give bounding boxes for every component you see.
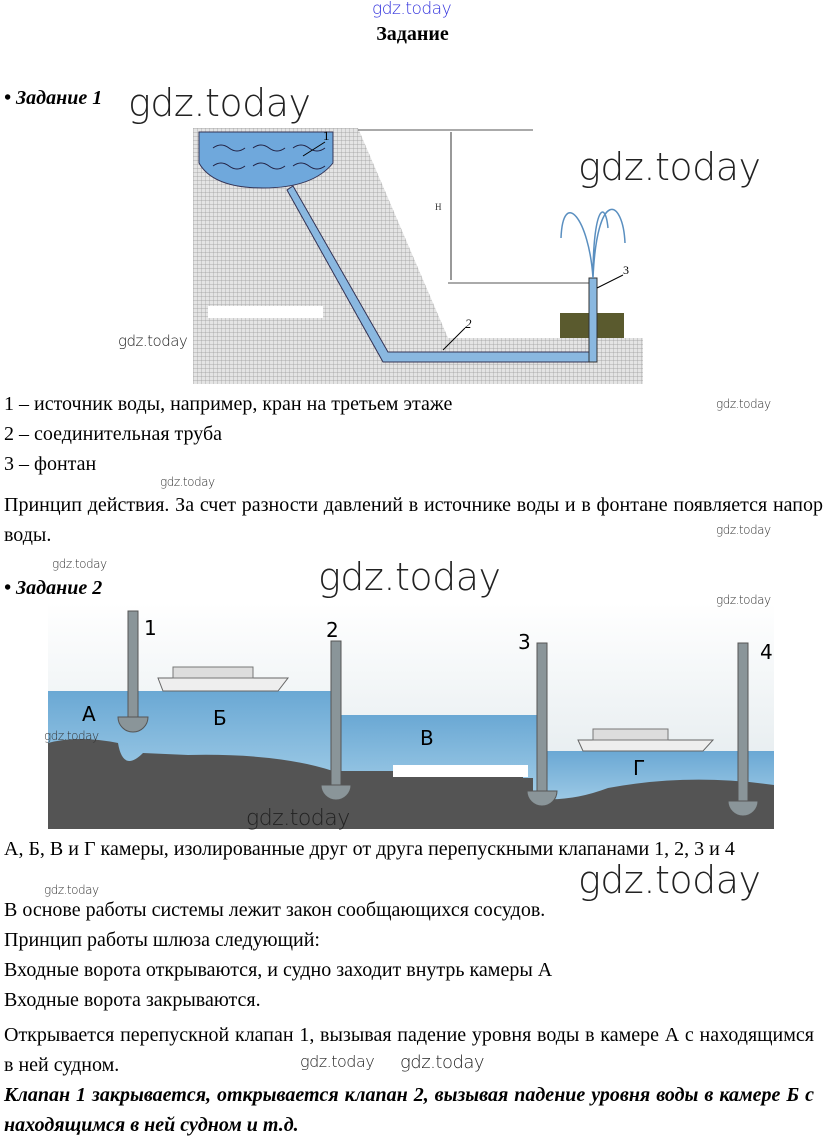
page-title: Задание <box>376 23 449 45</box>
task2-paragraph-2: Открывается перепускной клапан 1, вызыва… <box>4 1024 814 1076</box>
watermark: gdz.today <box>716 593 771 607</box>
watermark: gdz.today <box>716 523 771 537</box>
watermark: gdz.today <box>52 557 107 571</box>
ship-lock-diagram: 1 2 3 4 А Б В Г <box>48 603 774 829</box>
watermark: gdz.today <box>160 475 215 489</box>
chamber-label-b: Б <box>213 706 227 730</box>
watermark: gdz.today <box>716 397 771 411</box>
task1-line-3: 3 – фонтан <box>4 453 97 475</box>
watermark: gdz.today <box>578 145 761 189</box>
task1-line-1: 1 – источник воды, например, кран на тре… <box>4 393 453 415</box>
valve-label-2: 2 <box>326 618 339 642</box>
task2-line-3: Входные ворота открываются, и судно захо… <box>4 959 553 981</box>
fountain-diagram: H 1 2 3 <box>193 128 643 384</box>
chamber-label-g: Г <box>633 756 645 780</box>
task2-line-2: Принцип работы шлюза следующий: <box>4 929 320 951</box>
valve-label-3: 3 <box>518 630 531 654</box>
task2-bold-paragraph: Клапан 1 закрывается, открывается клапан… <box>4 1084 814 1136</box>
watermark: gdz.today <box>318 555 501 599</box>
watermark: gdz.today <box>118 332 188 350</box>
watermark: gdz.today <box>300 1052 375 1071</box>
task1-heading: • Задание 1 <box>4 87 103 109</box>
watermark: gdz.today <box>246 806 350 831</box>
chamber-label-a: А <box>82 702 96 726</box>
watermark: gdz.today <box>44 729 99 743</box>
label-1: 1 <box>323 128 330 143</box>
task1-line-2: 2 – соединительная труба <box>4 423 223 445</box>
watermark: gdz.today <box>372 0 452 19</box>
watermark: gdz.today <box>128 81 311 125</box>
watermark: gdz.today <box>578 858 761 902</box>
label-2: 2 <box>465 316 472 331</box>
watermark: gdz.today <box>400 1052 485 1073</box>
watermark: gdz.today <box>44 883 99 897</box>
task2-heading: • Задание 2 <box>4 577 103 599</box>
task2-paragraph-1: А, Б, В и Г камеры, изолированные друг о… <box>4 838 735 860</box>
valve-label-1: 1 <box>144 616 157 640</box>
label-h: H <box>435 202 442 212</box>
chamber-label-v: В <box>420 726 434 750</box>
valve-label-4: 4 <box>760 640 773 664</box>
label-3: 3 <box>623 263 629 277</box>
task2-line-1: В основе работы системы лежит закон сооб… <box>4 899 546 921</box>
task2-line-4: Входные ворота закрываются. <box>4 989 261 1011</box>
task1-paragraph: Принцип действия. За счет разности давле… <box>4 494 823 546</box>
